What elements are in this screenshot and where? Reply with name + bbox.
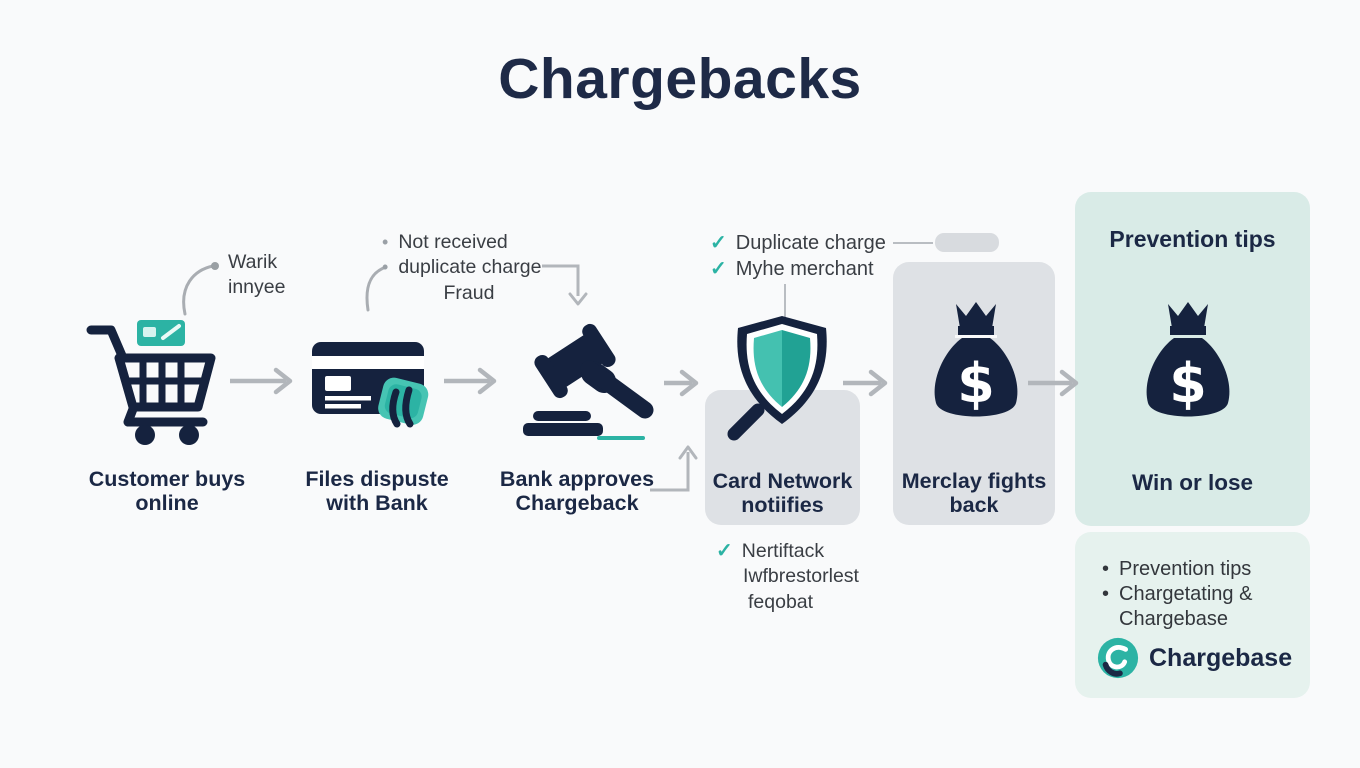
prevention-bullet-item: • Prevention tips	[1102, 558, 1252, 580]
network-check: Duplicate charge	[735, 232, 886, 254]
arrow-right-icon	[444, 367, 497, 395]
money-bag-icon: $	[1146, 302, 1230, 417]
check-icon: ✓	[710, 232, 727, 254]
connector-up-arrow	[650, 445, 698, 492]
money-bag-icon: $	[934, 302, 1018, 417]
shopping-cart-icon	[86, 320, 216, 445]
notify-check: Iwfbrestorlest	[743, 565, 859, 588]
notify-check: Nertiftack	[741, 540, 825, 562]
arrow-right-icon	[230, 367, 293, 395]
brand-logo-row: Chargebase	[1096, 636, 1292, 680]
cart-annotation: Warik innyee	[228, 250, 285, 301]
shield-icon	[727, 316, 827, 441]
connector-down-arrow	[542, 264, 588, 306]
credit-card-icon	[312, 342, 429, 428]
step-label-merchant-fights: Merclay fights back	[901, 469, 1047, 518]
dispute-reason: duplicate charge	[398, 256, 542, 279]
leader-curve	[182, 262, 219, 316]
step-label-win-or-lose: Win or lose	[1131, 470, 1254, 495]
bullet-icon: •	[1102, 558, 1110, 580]
check-icon: ✓	[716, 540, 733, 562]
arrow-right-icon	[1028, 369, 1079, 397]
chargebase-logo-icon	[1097, 637, 1139, 679]
arrow-right-icon	[843, 369, 888, 397]
network-check: Myhe merchant	[735, 258, 874, 280]
leader-curve	[365, 265, 388, 312]
step-label-files-dispute: Files dispuste with Bank	[305, 467, 449, 516]
connector-line	[784, 284, 786, 318]
dispute-reason: Not received	[398, 231, 508, 253]
network-checks-annotation: ✓ Duplicate charge ✓ Myhe merchant	[710, 230, 886, 282]
step-label-customer-buys-online: Customer buys online	[88, 467, 246, 516]
cart-annotation-line: Warik	[228, 251, 278, 273]
prevention-bullet-list: • Prevention tips • Chargetating & Charg…	[1102, 557, 1292, 631]
arrow-right-icon	[664, 369, 699, 397]
dispute-reasons-annotation: • Not received • duplicate charge Fraud	[382, 230, 544, 306]
connector-line	[893, 242, 933, 244]
prevention-heading: Prevention tips	[1109, 226, 1276, 252]
dollar-sign: $	[957, 352, 995, 415]
brand-name: Chargebase	[1149, 643, 1293, 672]
gavel-icon	[523, 323, 654, 440]
step-label-bank-approves: Bank approves Chargeback	[499, 467, 655, 516]
bullet-icon: •	[382, 257, 389, 278]
cart-annotation-line: innyee	[228, 276, 286, 299]
notify-check: feqobat	[748, 590, 814, 613]
dispute-reason: Fraud	[443, 281, 495, 304]
check-icon: ✓	[710, 258, 727, 280]
page-title: Chargebacks	[498, 47, 862, 111]
dollar-sign: $	[1169, 352, 1207, 415]
badge-pill	[935, 233, 999, 252]
bullet-icon: •	[1102, 582, 1110, 605]
step-label-card-network: Card Network notiifies	[712, 469, 853, 518]
prevention-bullet-item: • Chargetating & Chargebase	[1102, 582, 1253, 630]
bullet-icon: •	[382, 232, 389, 252]
notify-checks-annotation: ✓ Nertiftack Iwfbrestorlest feqobat	[716, 538, 859, 615]
